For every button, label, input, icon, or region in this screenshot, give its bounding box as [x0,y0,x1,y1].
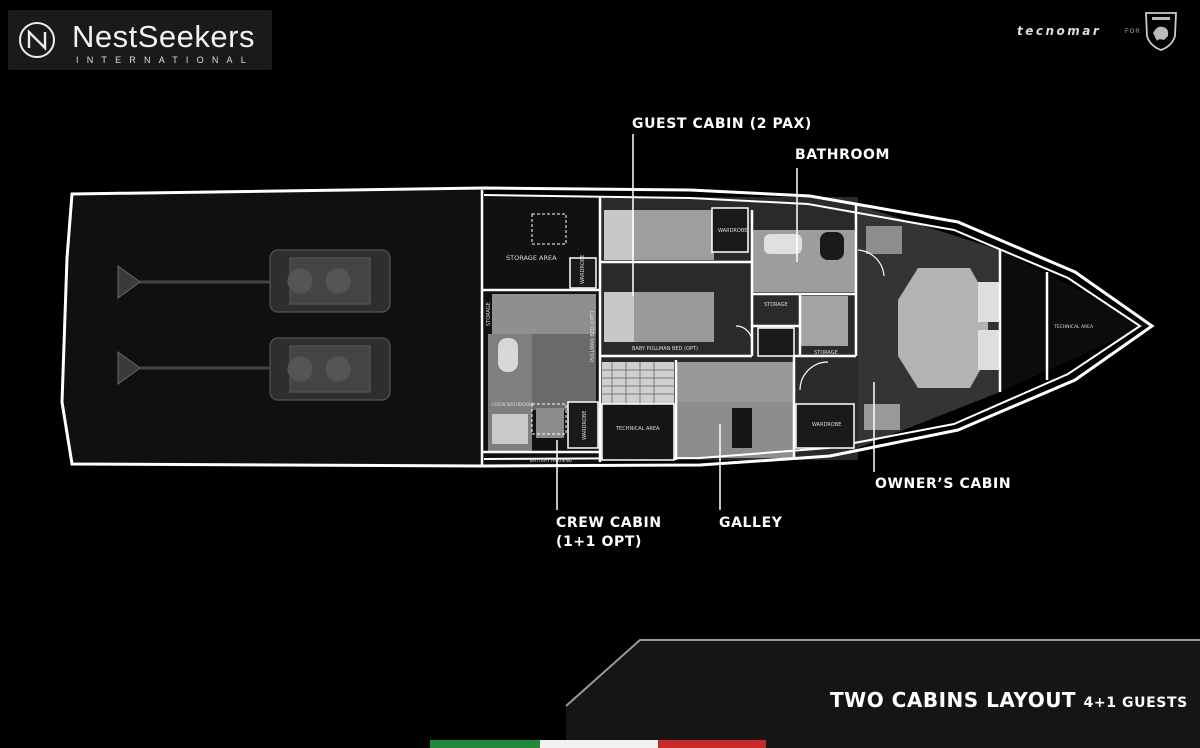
layout-title-main: TWO CABINS LAYOUT [830,688,1077,712]
partner-for-text: FOR [1125,29,1141,35]
crew-bunk [492,294,596,334]
callout-guest-cabin: GUEST CABIN (2 PAX) [632,116,812,132]
callout-crew-cabin-opt: (1+1 OPT) [556,534,642,550]
partner-brand: tecnomar [1017,24,1102,38]
label-wardrobe-3: WARDROBE [580,255,586,284]
lamborghini-shield-icon [1145,12,1177,51]
label-storage-2: STORAGE [814,350,838,356]
label-storage-1: STORAGE [764,302,788,308]
label-technical-area-fore: TECHNICAL AREA [1053,324,1094,330]
label-pullman-vertical: PULLMAN BED (OPT) [590,311,596,362]
label-storage-area: STORAGE AREA [506,254,557,262]
layout-title-guests: 4+1 GUESTS [1083,695,1188,711]
galley-counter [676,362,794,402]
engine-port [269,249,391,313]
label-wardrobe-2: WARDROBE [812,422,841,428]
nestseekers-logo: NestSeekers INTERNATIONAL [8,10,272,70]
logo-subtitle: INTERNATIONAL [76,55,254,65]
label-technical-area: TECHNICAL AREA [615,426,660,432]
label-wardrobe-4: WARDROBE [582,411,588,440]
label-pullman: BABY PULLMAN BED (OPT) [632,346,698,352]
owners-bed [898,268,988,388]
engine-starboard [269,337,391,401]
callout-crew-cabin: CREW CABIN [556,515,662,531]
hull-outline [60,186,1155,468]
label-battery: BATTERY HOUSING [530,458,573,464]
label-wardrobe-1: WARDROBE [718,228,747,234]
callout-galley: GALLEY [719,515,783,531]
nestseekers-emblem-icon [19,22,55,58]
callout-owners-cabin: OWNER’S CABIN [875,476,1012,492]
logo-name: NestSeekers [72,19,255,54]
label-storage-3: STORAGE [486,302,492,326]
bathroom-storage [800,296,848,346]
layout-title: TWO CABINS LAYOUT 4+1 GUESTS [830,688,1188,712]
callout-bathroom: BATHROOM [795,147,891,163]
label-crew-bathroom: CREW BATHROOM [492,402,533,408]
